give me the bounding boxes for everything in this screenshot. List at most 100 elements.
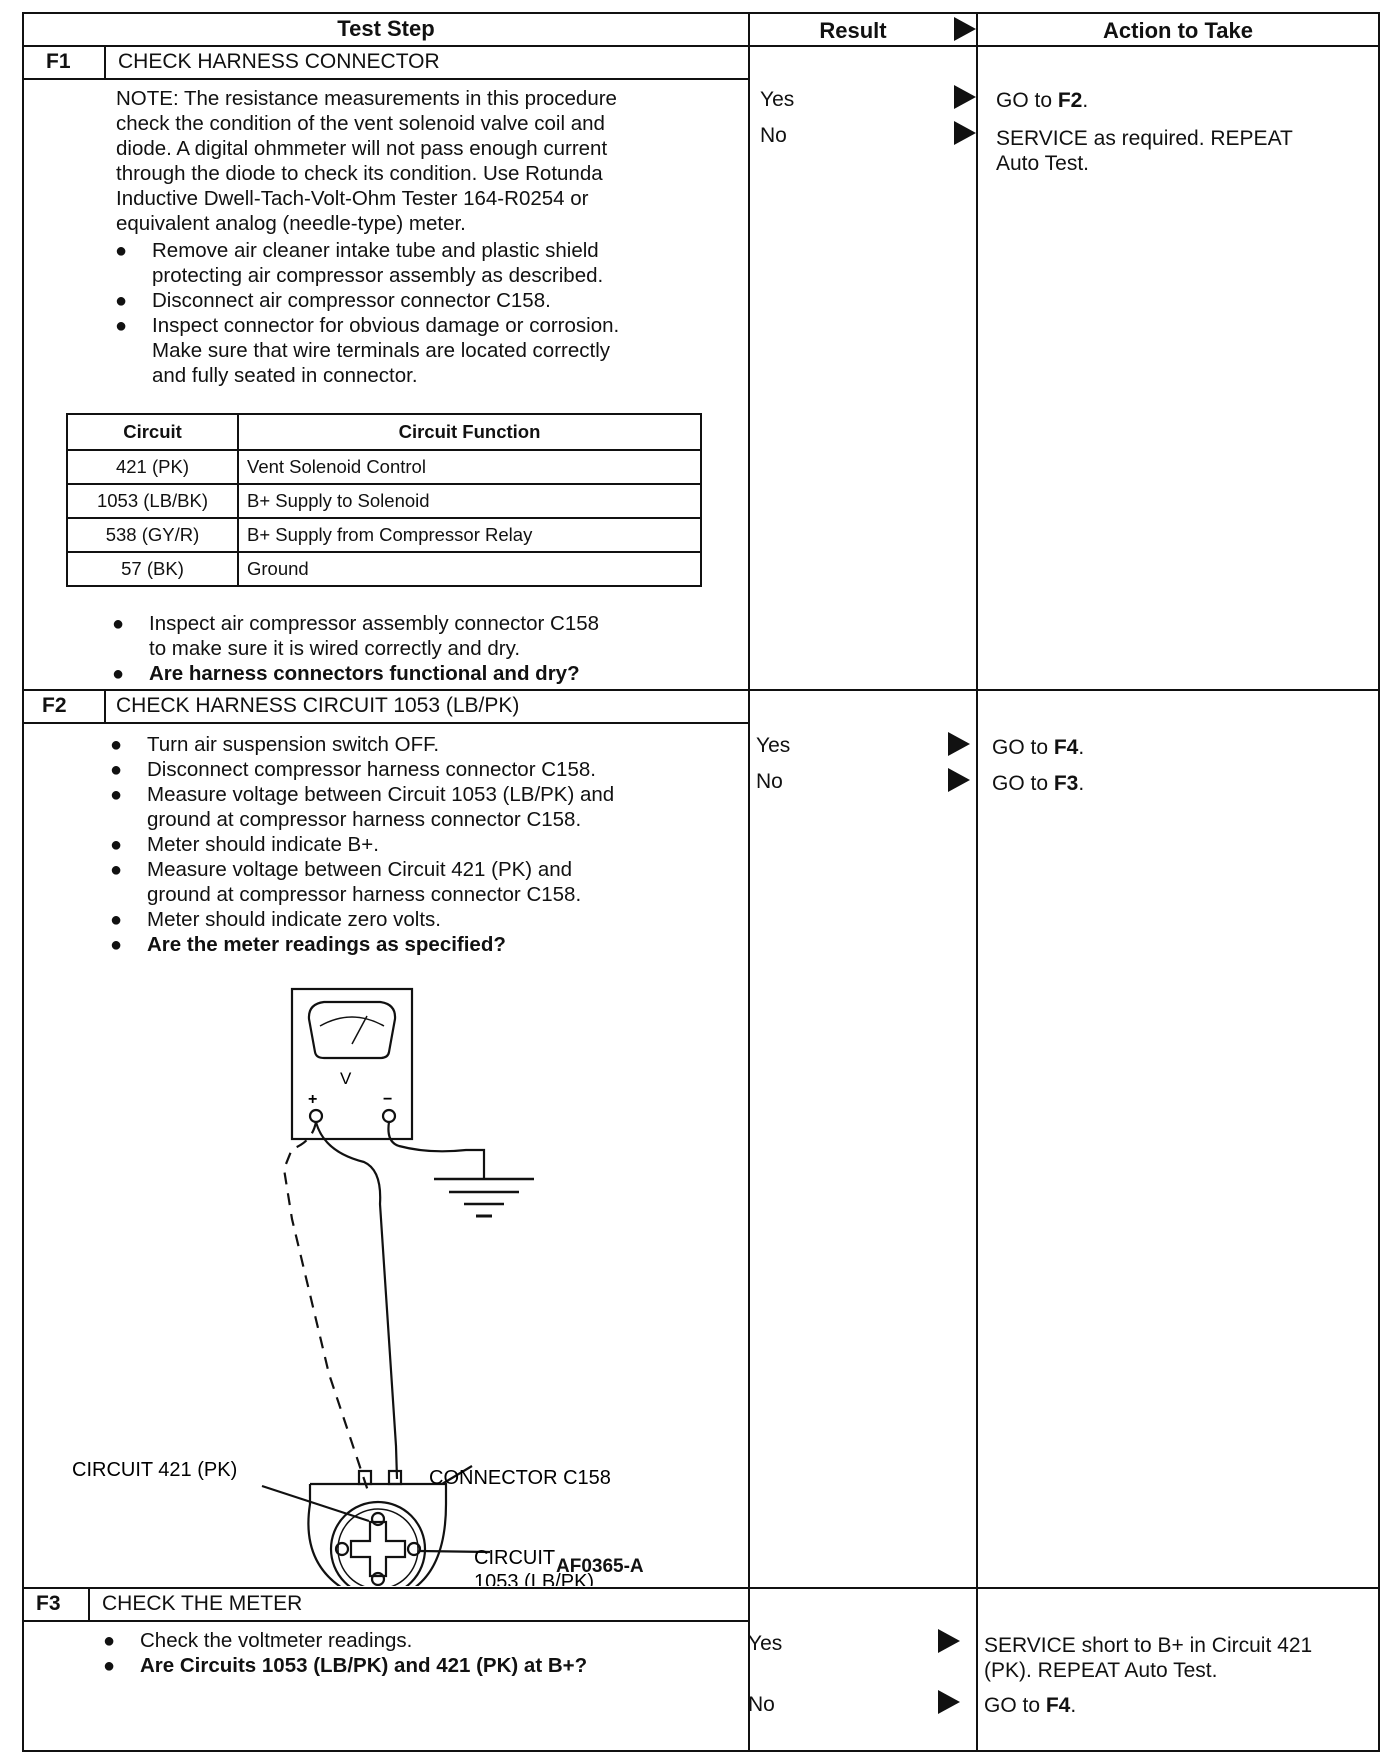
f3-step-id: F3 (36, 1592, 61, 1615)
f2-question: ● Are the meter readings as specified? (110, 932, 506, 957)
f1-bullet-line: to make sure it is wired correctly and d… (149, 637, 521, 660)
action-text: (PK). REPEAT Auto Test. (984, 1659, 1218, 1682)
f1-bullet-line: Disconnect air compressor connector C158… (152, 289, 551, 312)
f1-step-id: F1 (46, 50, 71, 73)
f1-bullet: ● Disconnect air compressor connector C1… (115, 288, 551, 313)
f2-bullet-line: ground at compressor harness connector C… (147, 808, 582, 831)
bullet-icon: ● (112, 613, 125, 635)
action-text: . (1082, 89, 1089, 112)
label-circuit-421: CIRCUIT 421 (PK) (72, 1459, 237, 1481)
connector-key (349, 1520, 407, 1578)
arrow-icon (938, 1690, 960, 1714)
header-action: Action to Take (1103, 18, 1253, 43)
solid-probe-lead (314, 1121, 399, 1480)
action-text: . (1078, 736, 1085, 759)
f2-bullet: ● Measure voltage between Circuit 1053 (… (110, 782, 615, 832)
header-rule (24, 45, 1378, 47)
f1-note: NOTE: The resistance measurements in thi… (116, 86, 617, 236)
arrow-icon (938, 1629, 960, 1653)
f1-note-line: equivalent analog (needle-type) meter. (116, 212, 466, 235)
bullet-icon: ● (103, 1655, 116, 1677)
bullet-icon: ● (115, 240, 128, 262)
f2-bullet: ● Turn air suspension switch OFF. (110, 732, 439, 757)
f1-bullet-line: protecting air compressor assembly as de… (152, 264, 604, 287)
f2-question-text: Are the meter readings as specified? (147, 933, 506, 956)
f1-note-line: NOTE: The resistance measurements in thi… (116, 87, 617, 110)
action-text: GO to (992, 772, 1054, 795)
table-row: 57 (BK) Ground (66, 551, 702, 587)
step-link[interactable]: F4 (1045, 1694, 1071, 1717)
f2-bullet-line: ground at compressor harness connector C… (147, 883, 582, 906)
header-test-step: Test Step (337, 16, 435, 41)
f2-result-yes: Yes (756, 734, 791, 757)
f1-title-rule (24, 78, 748, 80)
meter-unit-label: V (340, 1069, 352, 1088)
circuit-column-header: Circuit (66, 413, 239, 451)
f2-result-no: No (756, 770, 783, 793)
step-link[interactable]: F2 (1057, 89, 1083, 112)
arrow-icon (948, 732, 970, 756)
bullet-icon: ● (110, 734, 123, 756)
plus-label: + (308, 1091, 317, 1108)
label-circuit-1053-line1: CIRCUIT (474, 1547, 555, 1569)
f1-note-line: diode. A digital ohmmeter will not pass … (116, 137, 608, 160)
connector-pin (370, 1571, 386, 1586)
diagnostic-table: Test Step Result Action to Take F1 CHECK… (22, 12, 1380, 1752)
f2-title-rule (24, 722, 748, 724)
f3-bullet-line: Check the voltmeter readings. (140, 1629, 413, 1652)
bullet-icon: ● (110, 784, 123, 806)
f1-bullet-line: Remove air cleaner intake tube and plast… (152, 239, 599, 262)
meter-needle (351, 1015, 368, 1045)
label-connector-c158: CONNECTOR C158 (429, 1467, 611, 1489)
bullet-icon: ● (112, 663, 125, 685)
f3-step-title: CHECK THE METER (102, 1592, 303, 1615)
table-row: 538 (GY/R) B+ Supply from Compressor Rel… (66, 517, 702, 553)
circuit-cell: 421 (PK) (66, 449, 239, 485)
header-arrow-icon (954, 17, 976, 41)
function-cell: Ground (237, 551, 702, 587)
f1-id-divider (104, 45, 106, 79)
header-result: Result (819, 18, 887, 43)
f1-note-line: check the condition of the vent solenoid… (116, 112, 605, 135)
function-column-header: Circuit Function (237, 413, 702, 451)
f1-question-text: Are harness connectors functional and dr… (149, 662, 580, 685)
dashed-probe-lead (282, 1121, 371, 1495)
f2-id-divider (104, 689, 106, 723)
f2-step-id: F2 (42, 694, 67, 717)
f2-bullet: ● Meter should indicate B+. (110, 832, 379, 857)
f3-result-yes: Yes (748, 1632, 783, 1655)
action-text: . (1070, 1694, 1077, 1717)
f1-note-line: through the diode to check its condition… (116, 162, 603, 185)
bullet-icon: ● (115, 315, 128, 337)
f2-bullet: ● Disconnect compressor harness connecto… (110, 757, 596, 782)
voltmeter-connector-diagram: V + − CIRCUIT 421 (PK) CONNECTOR C158 CI… (72, 987, 611, 1586)
label-circuit-1053-line2: 1053 (LB/PK) (474, 1571, 594, 1586)
f1-action-yes: GO to F2. (996, 89, 1088, 113)
leader-line (261, 1484, 370, 1523)
f3-title-rule (24, 1620, 748, 1622)
leader-line (441, 1465, 473, 1485)
circuit-cell: 57 (BK) (66, 551, 239, 587)
circuit-table: Circuit Circuit Function 421 (PK) Vent S… (66, 413, 702, 587)
f3-id-divider (88, 1587, 90, 1621)
function-cell: Vent Solenoid Control (237, 449, 702, 485)
f2-bullet-line: Measure voltage between Circuit 1053 (LB… (147, 783, 615, 806)
f1-bullet: ● Inspect connector for obvious damage o… (115, 313, 620, 388)
step-link[interactable]: F3 (1053, 772, 1079, 795)
f3-question: ● Are Circuits 1053 (LB/PK) and 421 (PK)… (103, 1653, 587, 1678)
connector-pin (334, 1541, 350, 1557)
bullet-icon: ● (103, 1630, 116, 1652)
f1-bullet-line: Inspect connector for obvious damage or … (152, 314, 620, 337)
connector-pin (406, 1541, 422, 1557)
connector-pin (370, 1511, 386, 1527)
voltmeter-body (290, 987, 414, 1141)
f1-bullet-line: and fully seated in connector. (152, 364, 418, 387)
step-link[interactable]: F4 (1053, 736, 1079, 759)
action-text: SERVICE short to B+ in Circuit 421 (984, 1634, 1313, 1657)
action-text: Auto Test. (996, 152, 1090, 175)
f3-bullet: ● Check the voltmeter readings. (103, 1628, 413, 1653)
f1-step-title: CHECK HARNESS CONNECTOR (118, 50, 440, 73)
bullet-icon: ● (115, 290, 128, 312)
arrow-icon (954, 85, 976, 109)
f1-action-no: SERVICE as required. REPEAT Auto Test. (996, 126, 1293, 176)
